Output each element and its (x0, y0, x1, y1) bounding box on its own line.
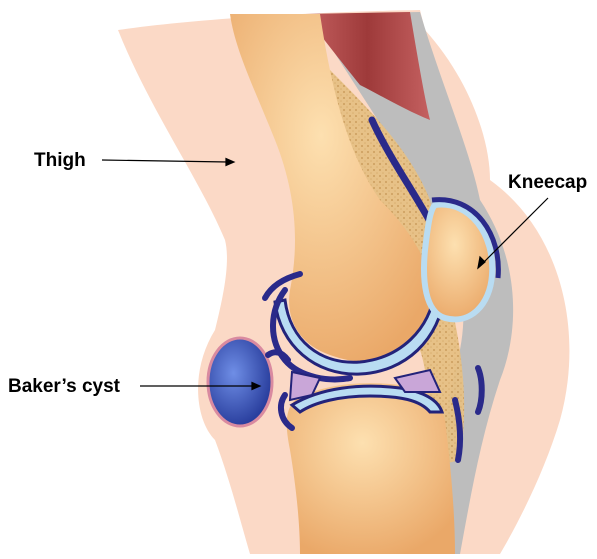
kneecap-label: Kneecap (508, 172, 587, 194)
thigh-label: Thigh (34, 150, 86, 172)
bakers-cyst-label: Baker’s cyst (8, 376, 120, 398)
bakers-cyst (208, 338, 272, 426)
